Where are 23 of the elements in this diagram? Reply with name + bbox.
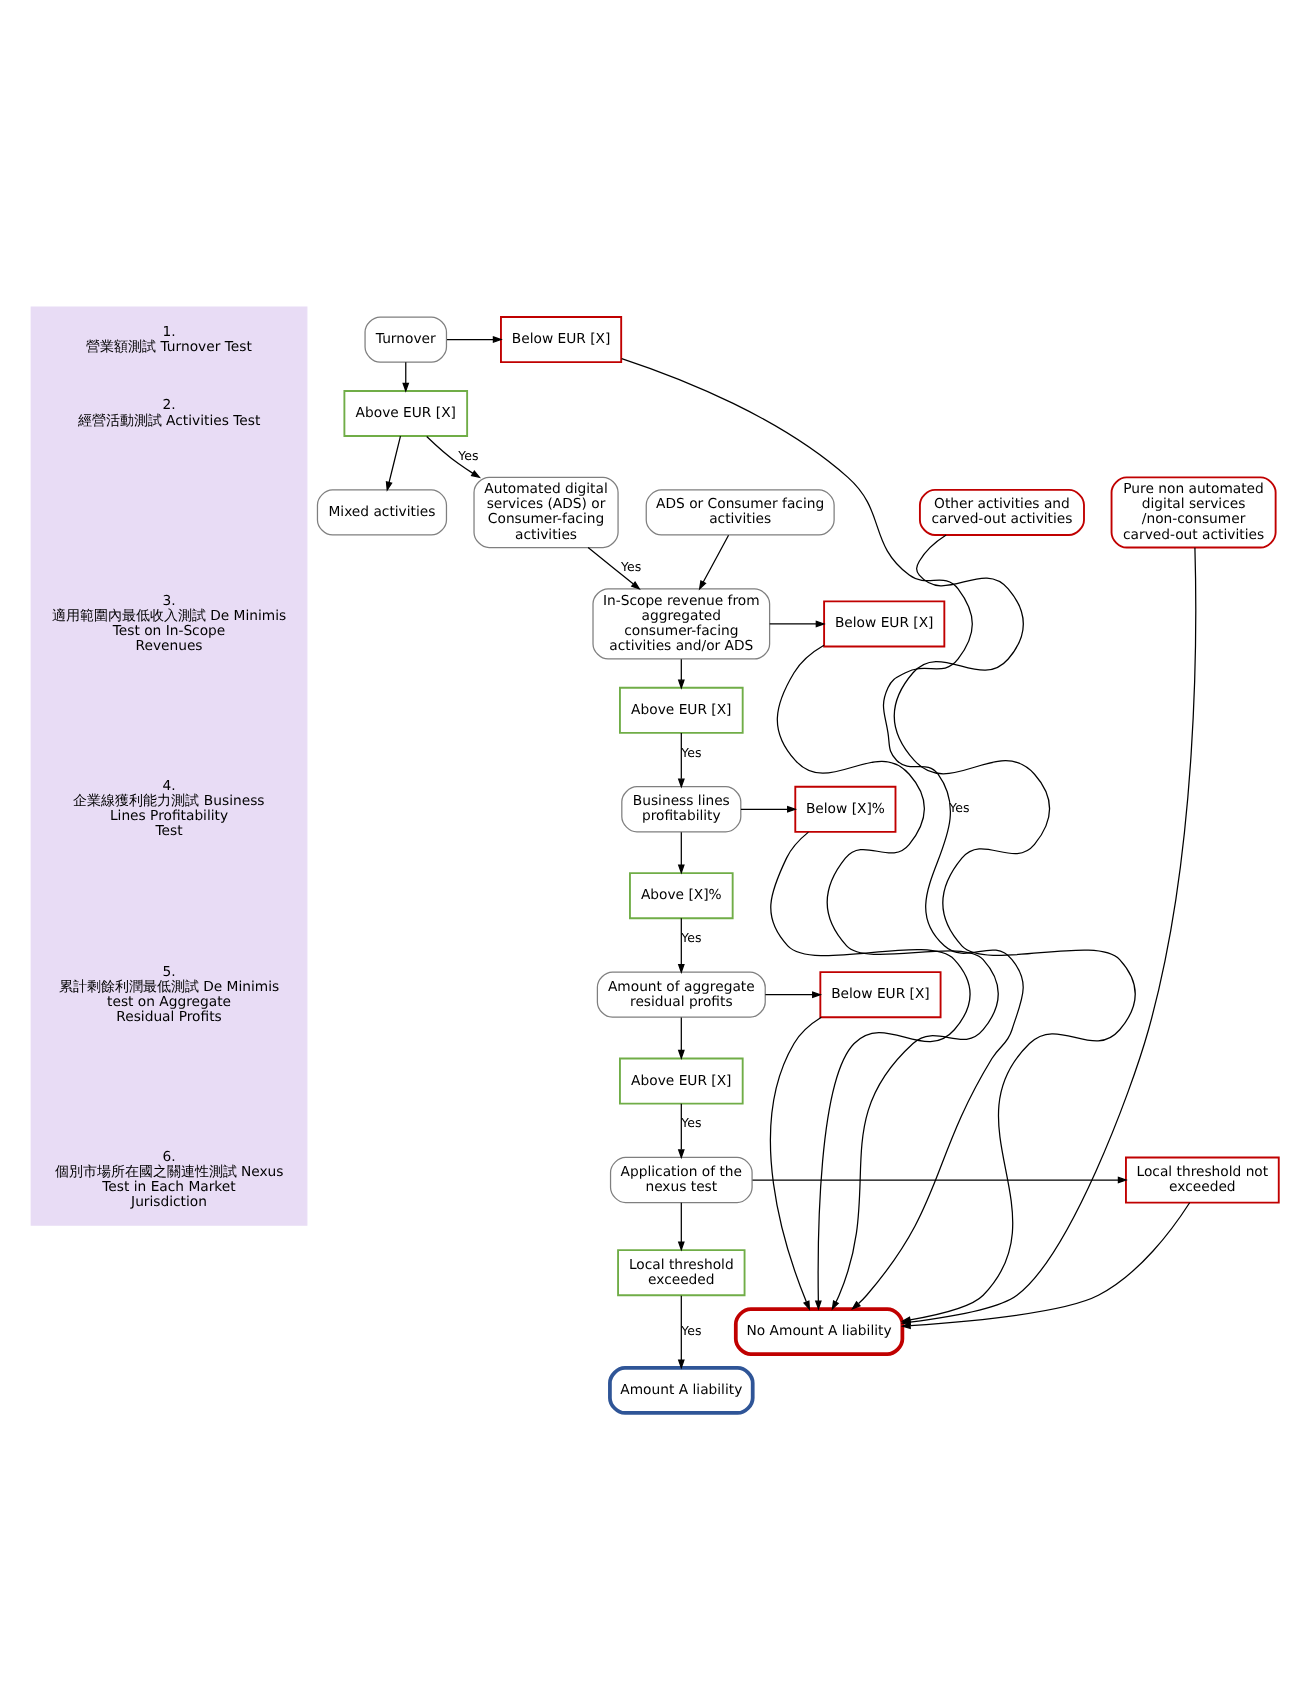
arrow <box>751 1175 1128 1183</box>
arrow <box>677 1294 685 1369</box>
arrow <box>402 360 410 392</box>
arrow <box>677 916 685 973</box>
arrow <box>677 1102 685 1159</box>
arrow <box>385 434 402 491</box>
arrow <box>587 545 641 589</box>
arrow <box>770 830 971 1310</box>
arrow <box>621 356 1024 1309</box>
arrow <box>740 804 798 812</box>
arrow <box>698 533 730 590</box>
arrow <box>776 643 1000 1310</box>
arrow <box>769 1015 822 1310</box>
arrow <box>677 1201 685 1251</box>
arrow <box>677 830 685 874</box>
arrow <box>677 657 685 689</box>
arrow <box>764 990 823 998</box>
arrow <box>446 335 503 343</box>
arrow <box>677 731 685 788</box>
arrow <box>769 619 826 627</box>
arrow <box>677 1015 685 1059</box>
arrow <box>426 434 481 478</box>
cluster <box>30 305 308 1225</box>
